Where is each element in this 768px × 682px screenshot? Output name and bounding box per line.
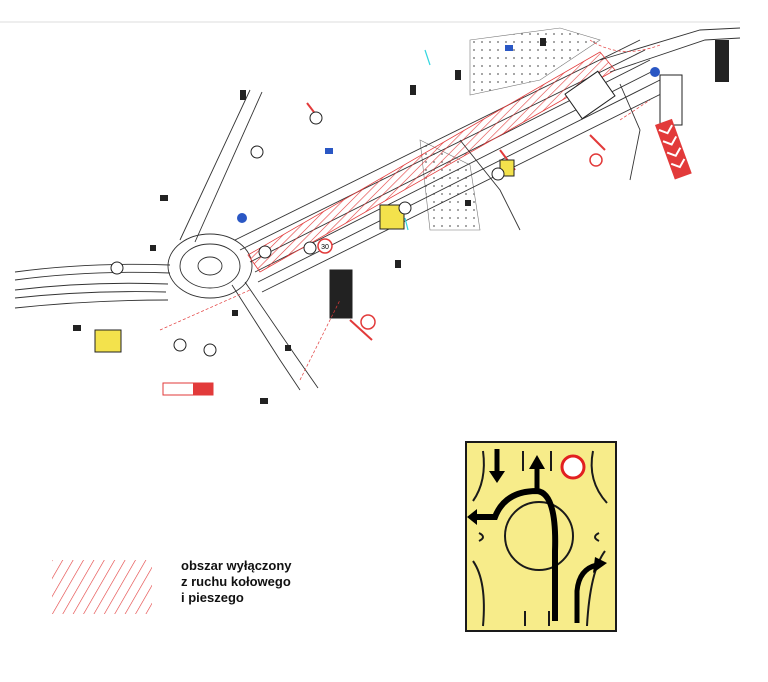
legend-hatch-swatch [52,560,152,614]
traffic-organization-plan: 30 [0,21,741,404]
arrow-curve-right-icon [593,557,607,573]
legend-line-1: obszar wyłączony [181,558,292,573]
building [715,40,729,82]
speed-limit-sign [317,238,333,254]
speed-limit-value: 30 [321,244,329,251]
prohibition-sign [309,111,323,125]
arrow-down-icon [489,471,505,483]
roundabout-lane-direction-sign [465,441,617,632]
building [329,269,353,319]
arrow-left-icon [467,509,477,525]
roundabout [167,233,253,299]
west-road [14,263,171,309]
building [659,74,683,126]
yellow-sign [94,329,122,353]
yellow-sign [379,204,405,230]
legend-description: obszar wyłączony z ruchu kołowego i pies… [181,558,292,606]
chevron-board [655,118,692,180]
excluded-area-hatch [247,51,616,273]
dotted-area-north [469,27,601,96]
building [564,70,616,120]
arrow-up-icon [529,455,545,469]
legend-line-2: z ruchu kołowego [181,574,291,589]
legend-line-3: i pieszego [181,590,244,605]
no-entry-circle-icon [560,454,586,480]
